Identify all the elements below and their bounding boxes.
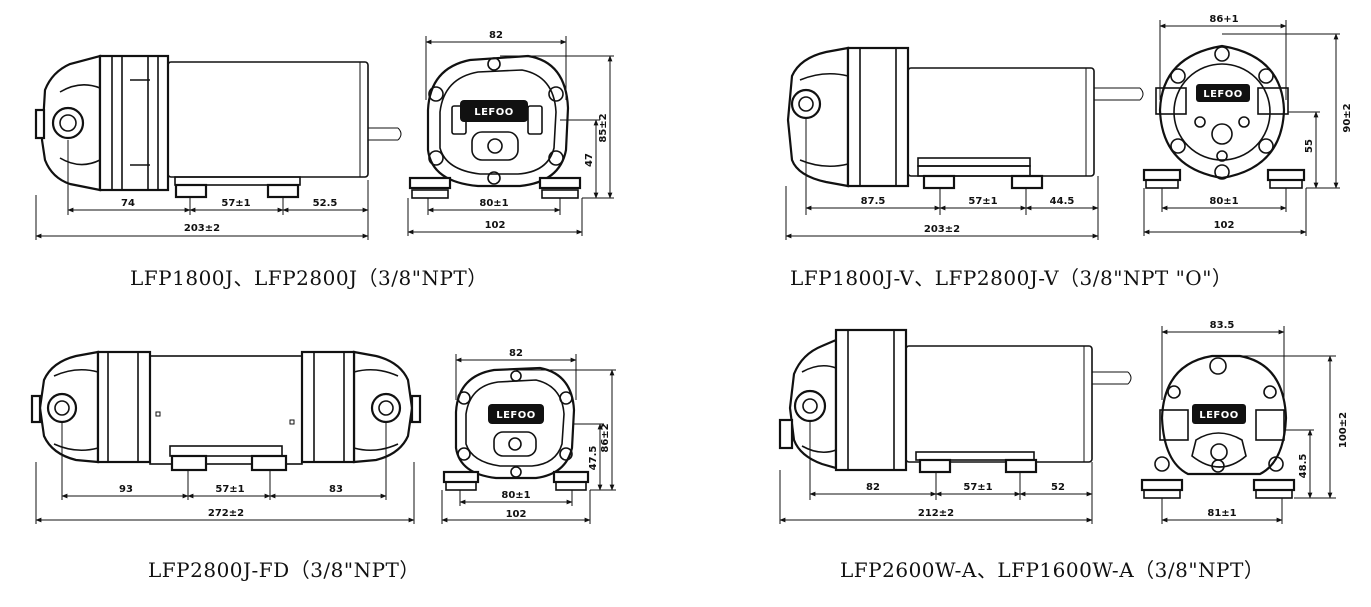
pump-2-dim-feet: 80±1 <box>1209 196 1238 207</box>
pump-3-side-view: 93 57±1 83 272±2 <box>30 350 422 524</box>
pump-3-dim-inner: 47.5 <box>588 446 599 471</box>
pump-1-dim-right: 52.5 <box>313 198 338 209</box>
pump-4-dim-height: 100±2 <box>1338 412 1349 448</box>
pump-4-dim-top: 83.5 <box>1210 320 1235 331</box>
pump-4-dim-total: 212±2 <box>918 508 954 519</box>
pump-4-dim-feet: 81±1 <box>1207 508 1236 519</box>
pump-2-dim-base: 102 <box>1214 220 1235 231</box>
pump-2-logo: LEFOO <box>1203 89 1243 100</box>
pump-1-dim-inner: 47 <box>584 153 595 167</box>
pump-1-caption: LFP1800J、LFP2800J（3/8"NPT） <box>130 266 488 290</box>
pump-4-logo: LEFOO <box>1199 410 1239 421</box>
pump-1-dim-total: 203±2 <box>184 223 220 234</box>
pump-2-dim-center: 57±1 <box>968 196 997 207</box>
pump-3-dim-right: 83 <box>329 484 343 495</box>
pump-4-dim-inner: 48.5 <box>1298 454 1309 479</box>
pump-1-dim-top: 82 <box>489 30 503 41</box>
pump-3-dim-feet: 80±1 <box>501 490 530 501</box>
pump-1-dim-base: 102 <box>485 220 506 231</box>
pump-3-dim-height: 86±2 <box>600 423 611 452</box>
pump-2-side-view: 87.5 57±1 44.5 203±2 <box>785 46 1144 240</box>
pump-2-dim-right: 44.5 <box>1050 196 1075 207</box>
pump-1-front-view: LEFOO 82 80±1 102 85±2 47 <box>407 30 614 236</box>
pump-1-logo: LEFOO <box>474 107 514 118</box>
pump-4-front-view: LEFOO 83.5 81±1 100±2 48.5 <box>1140 320 1349 524</box>
pump-3-dim-left: 93 <box>119 484 133 495</box>
pump-1-dim-feet: 80±1 <box>479 198 508 209</box>
pump-1-dim-left: 74 <box>121 198 135 209</box>
pump-2-dim-total: 203±2 <box>924 224 960 235</box>
pump-1-dim-center: 57±1 <box>221 198 250 209</box>
pump-2-front-view: LEFOO 86+1 80±1 102 90±2 55 <box>1142 14 1353 236</box>
pump-2-caption: LFP1800J-V、LFP2800J-V（3/8"NPT "O"） <box>790 266 1233 290</box>
pump-3-front-view: LEFOO 82 80±1 102 86±2 47.5 <box>441 348 616 524</box>
pump-2-dim-height: 90±2 <box>1342 103 1353 132</box>
pump-4-side-view: 82 57±1 52 212±2 <box>778 328 1132 524</box>
pump-4-caption: LFP2600W-A、LFP1600W-A（3/8"NPT） <box>840 558 1265 582</box>
pump-3-dim-total: 272±2 <box>208 508 244 519</box>
pump-4-dim-left: 82 <box>866 482 880 493</box>
pump-4-dim-right: 52 <box>1051 482 1065 493</box>
pump-3-dim-base: 102 <box>506 509 527 520</box>
pump-3-dim-top: 82 <box>509 348 523 359</box>
pump-1-dim-height: 85±2 <box>598 113 609 142</box>
pump-3-caption: LFP2800J-FD（3/8"NPT） <box>148 558 420 582</box>
pump-2-dim-top: 86+1 <box>1209 14 1238 25</box>
pump-3-dim-center: 57±1 <box>215 484 244 495</box>
pump-2-dim-inner: 55 <box>1304 139 1315 153</box>
pump-2-dim-left: 87.5 <box>861 196 886 207</box>
pump-3-logo: LEFOO <box>496 410 536 421</box>
pump-1-side-view: 74 57±1 52.5 203±2 <box>34 54 402 240</box>
pump-4-dim-center: 57±1 <box>963 482 992 493</box>
